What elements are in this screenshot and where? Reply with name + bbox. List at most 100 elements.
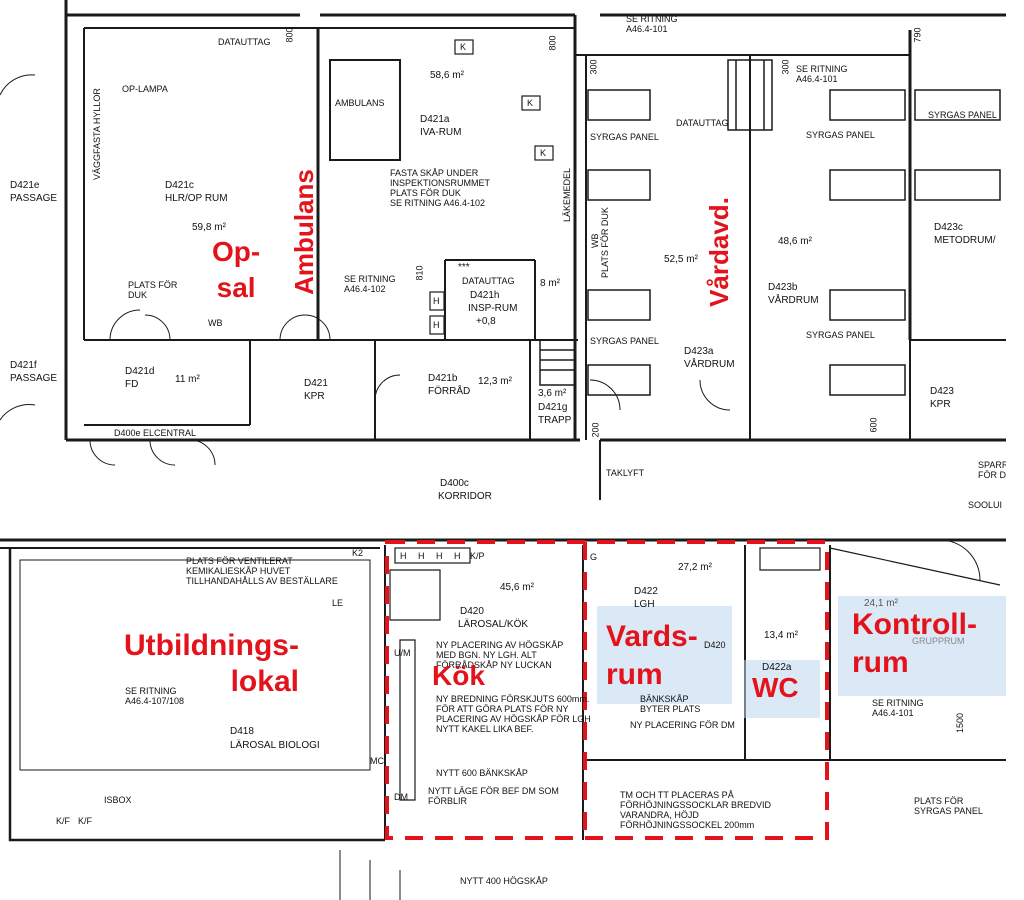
room-d421a-id: D421a <box>420 114 450 125</box>
room-d422-id: D422 <box>634 586 658 597</box>
k-symbol: K <box>527 98 534 108</box>
wb-label: WB <box>208 318 223 328</box>
fasta-skap-note: FASTA SKÅP UNDER INSPEKTIONSRUMMET PLATS… <box>390 168 491 208</box>
d420-ref-label: D420 <box>704 640 726 650</box>
nytt-600-note: NYTT 600 BÄNKSKÅP <box>436 768 528 778</box>
syrgas-panel-label: SYRGAS PANEL <box>928 110 997 120</box>
soolu-label: SOOLUI <box>968 500 1003 510</box>
room-d423b-area: 48,6 m² <box>778 236 812 247</box>
vardsrum-overlay <box>597 606 732 704</box>
le-symbol: LE <box>332 598 344 608</box>
room-d423a-id: D423a <box>684 346 714 357</box>
room-d421d-area: 11 m² <box>175 374 200 385</box>
wc-label: WC <box>752 672 799 703</box>
room-d421f-id: D421f <box>10 360 37 371</box>
room-d420-id: D420 <box>460 606 484 617</box>
plats-syrgas-note: PLATS FÖR SYRGAS PANEL <box>914 796 983 816</box>
vaggfasta-label: VÄGGFASTA HYLLOR <box>92 88 102 180</box>
room-d420-area: 45,6 m² <box>500 582 534 593</box>
page-edge <box>1006 0 1024 900</box>
h-symbol: H <box>454 551 461 561</box>
lakemedel-label: LÄKEMEDEL <box>562 167 572 222</box>
room-d400c-id: D400c <box>440 478 469 489</box>
room-d421h-area: 8 m² <box>540 278 560 289</box>
mc-symbol: MC <box>370 756 384 766</box>
h-symbol: H <box>436 551 443 561</box>
room-d423c-id: D423c <box>934 222 963 233</box>
room-d423b-name: VÅRDRUM <box>768 295 819 306</box>
kf-symbol: K/F <box>56 816 71 826</box>
kp-symbol: K/P <box>470 551 485 561</box>
room-d421a-area: 58,6 m² <box>430 70 464 81</box>
room-d423c-name: METODRUM/ <box>934 235 996 246</box>
room-d421e-name: PASSAGE <box>10 193 58 204</box>
room-d418-id: D418 <box>230 726 254 737</box>
plats-duk-label: PLATS FÖR DUK <box>600 207 610 278</box>
dim-label: 790 <box>912 27 923 43</box>
plats-ventil-note: PLATS FÖR VENTILERAT KEMIKALIESKÅP HUVET… <box>186 556 338 586</box>
datauttag-label: DATAUTTAG <box>218 37 271 47</box>
grupprum-label: GRUPPRUM <box>912 636 965 646</box>
syrgas-panel-label: SYRGAS PANEL <box>590 132 659 142</box>
room-d421d-name: FD <box>125 379 139 390</box>
taklyft-label: TAKLYFT <box>606 468 645 478</box>
isbox-symbol: ISBOX <box>104 795 132 805</box>
ambulans-label: Ambulans <box>288 169 319 295</box>
right-area-label: 24,1 m² <box>864 598 898 609</box>
room-d421g-area: 3,6 m² <box>538 388 567 399</box>
ny-placering-note: NY PLACERING AV HÖGSKÅP MED BGN. NY LGH.… <box>436 640 564 670</box>
dim-label: 800 <box>284 27 295 43</box>
room-d421b-name: FÖRRÅD <box>428 386 471 397</box>
room-d421h-name: INSP-RUM <box>468 303 518 314</box>
vardsrum-label: Vards- rum <box>606 620 698 691</box>
elcentral-label: D400e ELCENTRAL <box>114 428 197 438</box>
op-lampa-label: OP-LAMPA <box>122 84 168 94</box>
room-d422-name: LGH <box>634 599 655 610</box>
ambulans-box-label: AMBULANS <box>335 98 385 108</box>
dim-label: 810 <box>414 265 425 281</box>
room-d421-id: D421 <box>304 378 328 389</box>
kf-symbol: K/F <box>78 816 93 826</box>
room-d421c-name: HLR/OP RUM <box>165 193 228 204</box>
nytt-lage-note: NYTT LÄGE FÖR BEF DM SOM FÖRBLIR <box>428 786 559 806</box>
sparr-label: SPARR FÖR D <box>978 460 1009 480</box>
room-d418-name: LÄROSAL BIOLOGI <box>230 740 320 751</box>
dim-label: 300 <box>588 59 599 75</box>
um-symbol: U/M <box>394 648 411 658</box>
dim-label: 600 <box>868 417 879 433</box>
room-d423a-name: VÅRDRUM <box>684 359 735 370</box>
room-d400c-name: KORRIDOR <box>438 491 492 502</box>
room-d421a-name: IVA-RUM <box>420 127 462 138</box>
dim-label: 200 <box>590 422 601 438</box>
room-d421h-id: D421h <box>470 290 500 301</box>
room-d421b-id: D421b <box>428 373 458 384</box>
h-symbol: H <box>400 551 407 561</box>
tm-tt-note: TM OCH TT PLACERAS PÅ FÖRHÖJNINGSSOCKLAR… <box>620 790 772 830</box>
room-d421f-name: PASSAGE <box>10 373 58 384</box>
h-symbol: H <box>433 320 440 330</box>
ny-bredning-note: NY BREDNING FÖRSKJUTS 600mm. FÖR ATT GÖR… <box>436 694 591 734</box>
room-d421c-area: 59,8 m² <box>192 222 226 233</box>
room-d422a-id: D422a <box>762 662 792 673</box>
ny-plac-dm-note: NY PLACERING FÖR DM <box>630 720 735 730</box>
datauttag-label: DATAUTTAG <box>462 276 515 286</box>
room-d422a-area: 13,4 m² <box>764 630 798 641</box>
k-symbol: K <box>460 42 467 52</box>
room-d421d-id: D421d <box>125 366 155 377</box>
room-d421e-id: D421e <box>10 180 40 191</box>
room-d420-name: LÄROSAL/KÖK <box>458 619 529 630</box>
dim-label: 300 <box>780 59 791 75</box>
op-sal-label: Op- sal <box>212 236 261 303</box>
room-d421g-id: D421g <box>538 402 568 413</box>
k2-symbol: K2 <box>352 548 364 558</box>
se-ritning-note: SE RITNING A46.4-101 <box>872 698 924 718</box>
stars-symbol: *** <box>458 262 470 273</box>
syrgas-panel-label: SYRGAS PANEL <box>806 130 875 140</box>
vardavd-label: Vårdavd. <box>703 197 734 307</box>
h-symbol: H <box>418 551 425 561</box>
wc-overlay <box>744 660 820 718</box>
kontrollrum-label: Kontroll- rum <box>852 608 977 679</box>
utbildning-label: Utbildnings- lokal <box>124 629 299 698</box>
nytt-400-note: NYTT 400 HÖGSKÅP <box>460 876 548 886</box>
